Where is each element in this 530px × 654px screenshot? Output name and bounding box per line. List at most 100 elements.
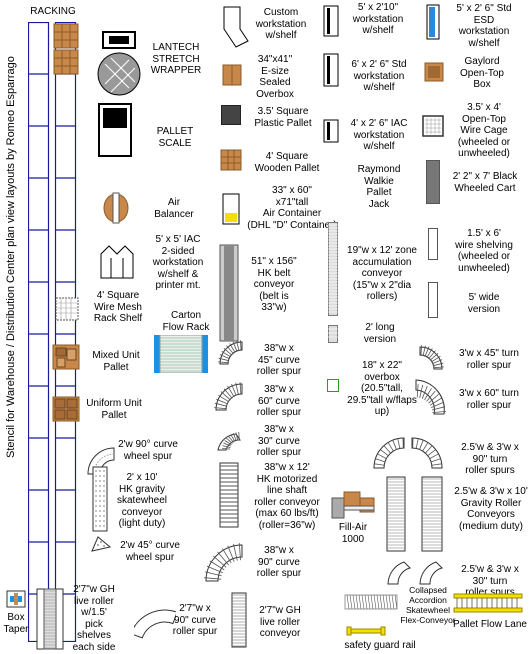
plastic-pallet-icon [221,105,241,125]
long-2-label: 2' long version [363,322,397,345]
racking-symbol [28,22,77,642]
esd-workstation-icon [426,4,440,40]
e-size-overbox-icon [222,64,242,86]
roller-spur-60-icon [214,382,243,411]
wire-shelving-wide-icon [428,282,438,318]
turn-60-icon [415,379,446,415]
black-cart-label: 2' 2" x 7' Black Wheeled Cart [452,171,518,194]
black-cart-icon [426,160,440,204]
accordion-label: Collapsed Accordion Skatewheel Flex-Conv… [400,585,456,625]
ws-4x2-6-label: 4' x 2' 6" IAC workstation w/shelf [350,118,408,152]
esd-ws-label: 5' x 2' 6" Std ESD workstation w/shelf [456,3,512,49]
roller-90-label: 38"w x 90" curve roller spur [256,545,302,579]
turn-90-icon [373,437,443,469]
wheel-spur-45-icon [91,536,112,552]
lantech-label: LANTECH STRETCH WRAPPER [150,42,202,76]
mixed-pallet-icon [52,344,80,370]
wide-5-label: 5' wide version [467,292,501,315]
air-container-icon [222,193,240,225]
belt-conveyor-icon [219,244,239,342]
zone-accum-label: 19"w x 12' zone accumulation conveyor (1… [347,245,417,302]
sheet-title: Stencil for Warehouse / Distribution Cen… [5,56,17,458]
roller-spur-90-icon [204,543,243,582]
walkie-label: Raymond Walkie Pallet Jack [357,164,401,210]
gravity-10-label: 2.5'w & 3'w x 10' Gravity Roller Conveyo… [454,486,528,532]
roller-45-label: 38"w x 45" curve roller spur [256,343,302,377]
wire-shelving-label: 1.5' x 6' wire shelving (wheeled or unwh… [455,228,513,274]
iac-workstation-icon [100,245,134,279]
turn-60-label: 3'w x 60" turn roller spur [459,388,519,411]
turn-90-label: 2.5'w & 3'w x 90" turn roller spurs [461,442,519,476]
gh-live-icon [231,592,247,648]
uniform-pallet-icon [52,396,80,422]
ws-5x2-10-icon [323,5,339,37]
box-taper-label: Box Taper [3,612,29,635]
guard-rail-icon [346,626,386,636]
e-size-label: 34"x41" E-size Sealed Overbox [256,54,294,100]
roller-spur-45-icon [218,340,243,365]
racking-label: RACKING [30,6,76,17]
stretch-wrapper-icon [97,31,141,96]
air-balancer-icon [103,192,129,224]
line-shaft-label: 38"w x 12' HK motorized line shaft rolle… [254,462,320,531]
wheel-spur-45-label: 2'w 45° curve wheel spur [120,540,180,563]
carton-flow-icon [154,335,208,373]
pallet-scale-label: PALLET SCALE [156,126,194,149]
turn-30-icon [387,561,443,585]
iac-5x5-label: 5' x 5' IAC 2-sided workstation w/shelf … [152,234,204,291]
wheel-spur-90-label: 2'w 90° curve wheel spur [118,439,178,462]
gh-curve-90-label: 2'7"w x 90" curve roller spur [172,603,218,637]
accordion-icon [344,594,398,610]
skatewheel-label: 2' x 10' HK gravity skatewheel conveyor … [116,472,168,529]
ws-4x2-6-icon [323,119,339,143]
fill-air-icon [331,491,375,519]
air-container-label: 33" x 60" x71"tall Air Container (DHL "D… [247,185,337,231]
ws-6x2-6-label: 6' x 2' 6" Std workstation w/shelf [351,59,407,93]
guard-rail-label: safety guard rail [344,640,416,651]
wire-mesh-label: 4' Square Wire Mesh Rack Shelf [93,290,143,324]
carton-flow-label: Carton Flow Rack [162,310,210,333]
uniform-unit-label: Uniform Unit Pallet [86,398,142,421]
pallet-flow-icon [453,593,523,613]
line-shaft-icon [219,462,239,528]
wire-mesh-icon [55,297,79,321]
rack-pallet-icon [53,49,79,75]
plastic-pallet-label: 3.5' Square Plastic Pallet [254,106,312,129]
gravity-roller-icon [386,476,443,552]
turn-30-label: 2.5'w & 3'w x 30" turn roller spurs [461,564,519,598]
wire-cage-icon [422,115,444,137]
zone-accum-short-icon [328,325,338,343]
gh-live-label: 2'7"w GH live roller conveyor [259,605,301,639]
pallet-flow-label: Pallet Flow Lane [453,619,527,630]
air-balancer-label: Air Balancer [154,197,194,220]
custom-ws-label: Custom workstation w/shelf [255,7,307,41]
gaylord-icon [424,62,444,82]
gaylord-label: Gaylord Open-Top Box [460,56,504,90]
gh-live-pick-icon [36,588,64,650]
ws-6x2-6-icon [323,53,339,87]
belt-conveyor-label: 51" x 156" HK belt conveyor (belt is 33"… [251,256,297,313]
zone-accum-icon [328,222,338,316]
turn-45-label: 3'w x 45" turn roller spur [459,348,519,371]
pallet-scale-icon [98,103,132,157]
mixed-unit-label: Mixed Unit Pallet [92,350,140,373]
gh-live-pick-label: 2'7"w GH live roller w/1.5' pick shelves… [72,584,116,653]
gh-curve-90-icon [134,609,176,639]
overbox-18-icon [327,379,339,392]
wire-cage-label: 3.5' x 4' Open-Top Wire Cage (wheeled or… [457,102,511,159]
overbox-18-label: 18" x 22" overbox (20.5"tall, 29.5"tall … [347,360,417,417]
roller-spur-30-icon [217,432,241,451]
roller-30-label: 38"w x 30" curve roller spur [256,424,302,458]
rack-pallet-icon [53,23,79,49]
turn-45-icon [419,345,444,370]
ws-5x2-10-label: 5' x 2'10" workstation w/shelf [352,2,404,36]
custom-workstation-icon [223,6,249,48]
box-taper-icon [6,590,26,608]
wooden-pallet-label: 4' Square Wooden Pallet [254,151,320,174]
wooden-pallet-icon [220,149,242,171]
roller-60-label: 38"w x 60" curve roller spur [256,384,302,418]
wire-shelving-icon [428,228,438,260]
fill-air-label: Fill-Air 1000 [338,522,368,545]
skatewheel-icon [92,466,108,532]
